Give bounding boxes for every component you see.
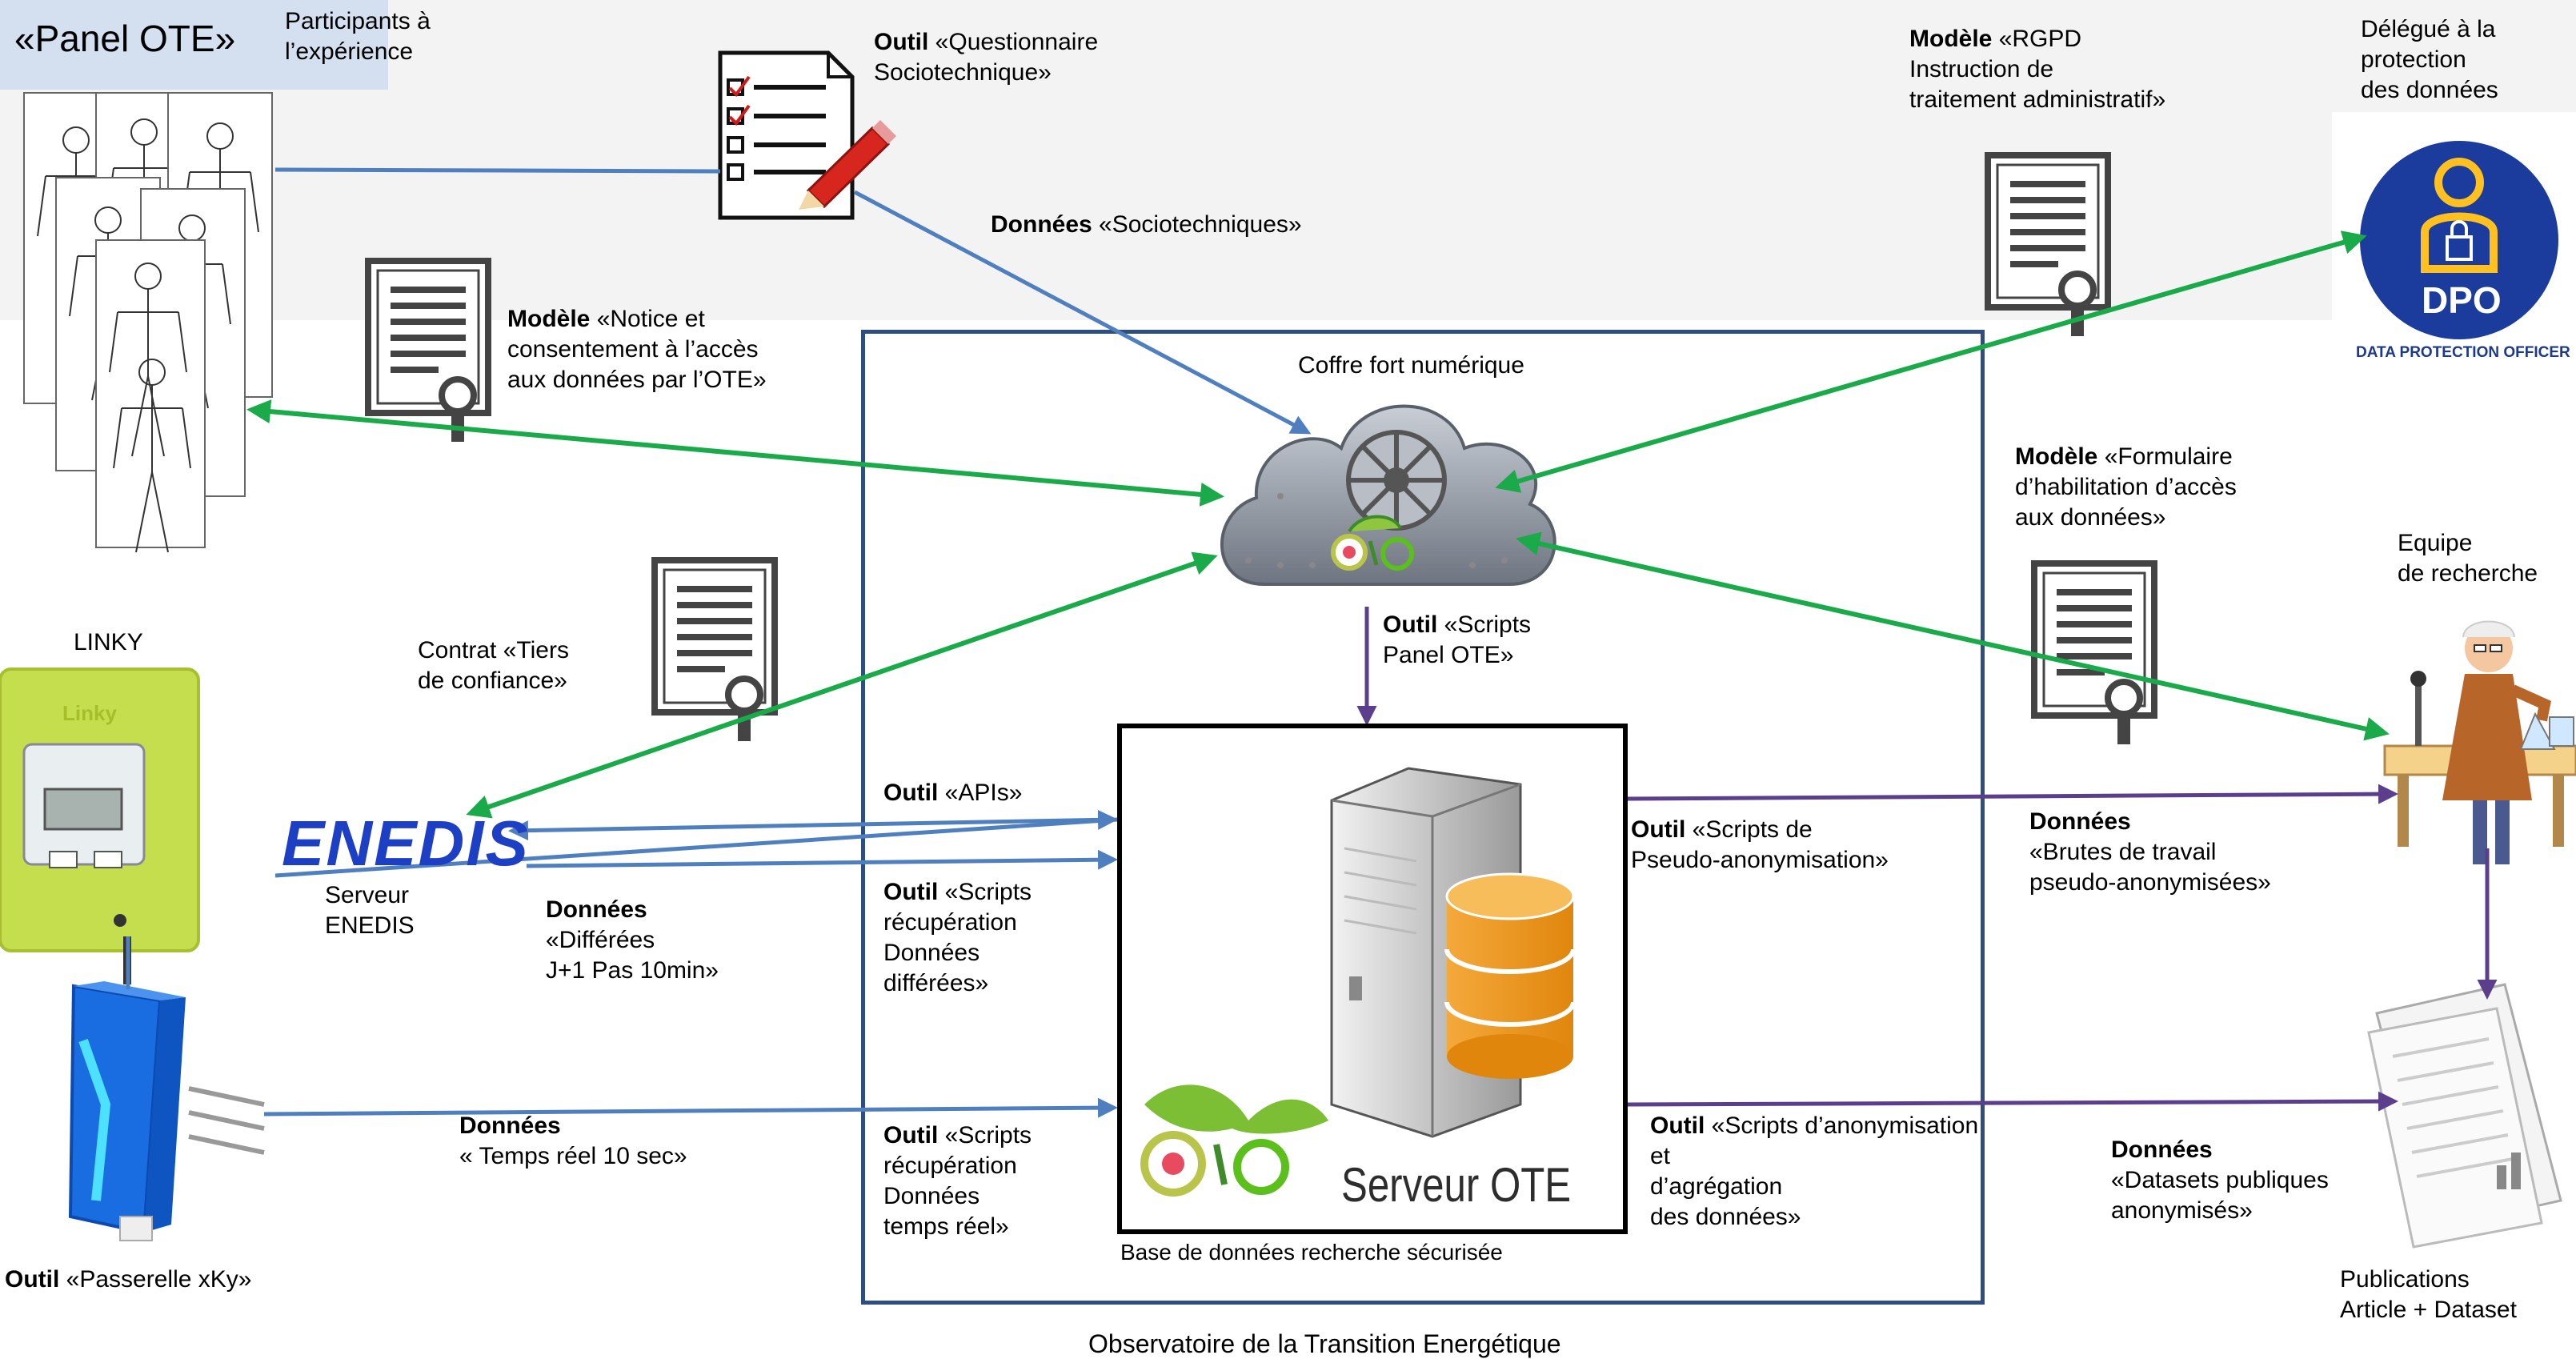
cloud-safe-icon <box>1220 404 1556 586</box>
arrow-temps-reel <box>263 1097 1118 1118</box>
serveur-ote-title: Serveur OTE <box>1341 1158 1572 1212</box>
linky-meter-icon <box>0 667 200 984</box>
arrow-apis <box>508 809 1118 841</box>
participants-sketch-icon <box>23 92 273 553</box>
dpo-badge-icon <box>2332 112 2576 368</box>
enedis-logo: ENEDIS <box>282 808 530 879</box>
arrow-donnees-sociotechniques <box>853 190 1312 435</box>
outil-apis-label: Outil «APIs» <box>883 780 1023 806</box>
arrow-donnees-differees <box>526 849 1118 870</box>
outil-scripts-panel-label: Outil «Scripts Panel OTE» <box>1383 611 1532 668</box>
pencil-icon <box>799 120 896 210</box>
linky-brand: Linky <box>62 701 117 725</box>
panel-title: «Panel OTE» <box>14 18 236 59</box>
documents-icon <box>2367 983 2562 1249</box>
sensor-icon <box>68 981 265 1241</box>
serveur-caption: Base de données recherche sécurisée <box>1120 1240 1503 1265</box>
arrow-coffre-dpo <box>1495 231 2367 493</box>
panel-title-box <box>0 0 388 90</box>
observatoire-label: Observatoire de la Transition Energétiqu… <box>1088 1329 1561 1358</box>
outil-questionnaire-label: Outil «Questionnaire Sociotechnique» <box>874 29 1099 86</box>
donnees-brutes-label: Données «Brutes de travail pseudo-anonym… <box>2029 808 2271 896</box>
outil-scripts-pseudo-label: Outil «Scripts de Pseudo-anonymisation» <box>1631 816 1889 873</box>
outil-scripts-anonym-label: Outil «Scripts d’anonymisation et d’agré… <box>1650 1112 1979 1230</box>
coffre-label: Coffre fort numérique <box>1298 352 1524 379</box>
donnees-datasets-label: Données «Datasets publiques anonymisés» <box>2111 1137 2329 1224</box>
dpo-badge-text: DPO <box>2422 279 2502 321</box>
donnees-socio-label: Données «Sociotechniques» <box>991 211 1302 238</box>
modele-rgpd-label: Modèle «RGPD Instruction de traitement a… <box>1909 26 2166 113</box>
donnees-differees-label: Données «Différées J+1 Pas 10min» <box>546 896 719 984</box>
scientist-icon <box>2383 620 2576 864</box>
ote-logo-icon-server-overlay <box>1140 1084 1328 1197</box>
outil-scripts-recup-tr-label: Outil «Scripts récupération Données temp… <box>883 1122 1032 1240</box>
outil-passerelle-label: Outil «Passerelle xKy» <box>5 1266 252 1293</box>
ote-logo-icon-cloud <box>1331 515 1414 571</box>
server-icon-overlay <box>1330 767 1576 1138</box>
modele-notice-label: Modèle «Notice et consentement à l’accès… <box>507 306 767 393</box>
arrow-serveur-publications <box>1627 1091 2398 1112</box>
arrow-panel-questionnaire <box>274 167 721 174</box>
arrow-enedis-coffre <box>466 551 1218 819</box>
outil-scripts-recup-differees-label: Outil «Scripts récupération Données diff… <box>883 879 1032 996</box>
donnees-temps-reel-label: Données « Temps réel 10 sec» <box>459 1112 687 1169</box>
dpo-caption: DATA PROTECTION OFFICER <box>2356 344 2570 361</box>
checklist-icon <box>718 50 855 220</box>
arrow-notice-coffre <box>246 399 1224 507</box>
modele-formulaire-label: Modèle «Formulaire d’habilitation d’accè… <box>2015 443 2237 531</box>
arrow-serveur-equipe <box>1627 784 2398 804</box>
arrow-coffre-equipe <box>1516 531 2390 741</box>
linky-label: LINKY <box>74 629 143 655</box>
